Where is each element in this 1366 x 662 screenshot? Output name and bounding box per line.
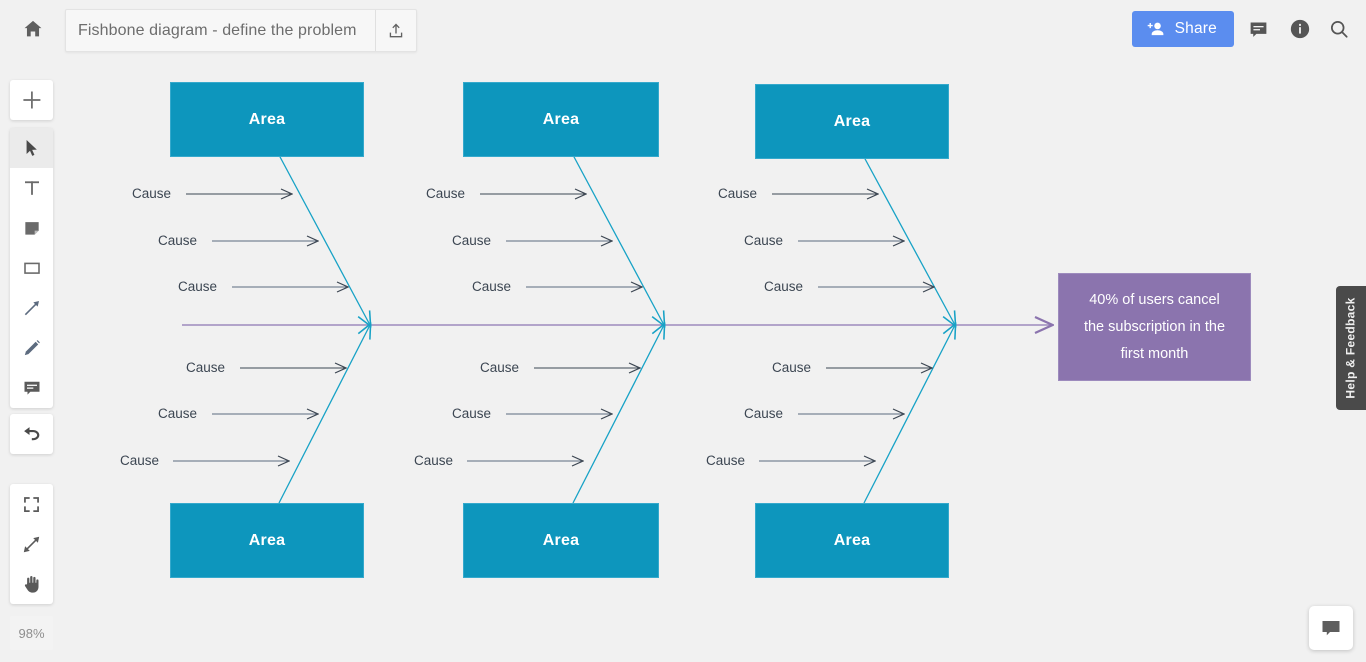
tool-arrow[interactable] — [10, 288, 53, 328]
comments-button[interactable] — [1243, 14, 1273, 44]
branch-line-top-1 — [278, 154, 370, 325]
effect-problem-box[interactable]: 40% of users cancel the subscription in … — [1058, 273, 1251, 381]
area-box-top-1[interactable]: Area — [170, 82, 364, 157]
cause-label-top-1-2[interactable]: Cause — [158, 233, 198, 248]
area-box-label: Area — [248, 110, 286, 128]
undo-button[interactable] — [10, 414, 53, 454]
zoom-level-indicator[interactable]: 98% — [10, 616, 53, 650]
area-box-label: Area — [833, 531, 871, 549]
cause-label-top-3-2[interactable]: Cause — [744, 233, 784, 248]
export-button[interactable] — [376, 10, 416, 51]
tool-comment[interactable] — [10, 368, 53, 408]
area-box-label: Area — [542, 110, 580, 128]
branch-line-bottom-2 — [572, 325, 664, 504]
hand-pan-icon — [24, 575, 39, 593]
toolbar-undo-group — [10, 414, 53, 454]
cursor-select-icon — [26, 140, 37, 156]
help-feedback-label: Help & Feedback — [1344, 297, 1359, 399]
home-button[interactable] — [16, 12, 50, 46]
branch-line-bottom-3 — [863, 325, 955, 504]
branch-line-bottom-1 — [278, 325, 370, 504]
toolbar-view-group — [10, 484, 53, 604]
home-icon — [24, 20, 42, 37]
title-divider — [374, 10, 376, 51]
tool-select[interactable] — [10, 128, 53, 168]
area-box-label: Area — [833, 112, 871, 130]
tool-pencil[interactable] — [10, 328, 53, 368]
cause-label-bottom-1-1[interactable]: Cause — [186, 360, 226, 375]
area-box-top-3[interactable]: Area — [755, 84, 949, 159]
area-box-top-2[interactable]: Area — [463, 82, 659, 157]
area-box-bottom-1[interactable]: Area — [170, 503, 364, 578]
cause-label-bottom-2-3[interactable]: Cause — [414, 453, 454, 468]
person-add-icon — [1147, 22, 1164, 36]
search-button[interactable] — [1324, 14, 1354, 44]
effect-line-1: 40% of users cancel — [1089, 291, 1220, 308]
share-button[interactable]: Share — [1131, 11, 1234, 47]
area-box-bottom-3[interactable]: Area — [755, 503, 949, 578]
sticky-note-icon — [24, 222, 39, 235]
fit-screen-icon — [24, 496, 39, 512]
add-button[interactable] — [10, 80, 53, 120]
area-box-label: Area — [248, 531, 286, 549]
fit-to-screen-button[interactable] — [10, 484, 53, 524]
cause-label-top-1-1[interactable]: Cause — [132, 186, 172, 201]
comment-icon — [1250, 22, 1266, 37]
fishbone-lines — [173, 154, 1366, 504]
document-title-bar: Fishbone diagram - define the problem — [65, 9, 417, 52]
document-title-input[interactable]: Fishbone diagram - define the problem — [78, 21, 357, 39]
share-button-label: Share — [1174, 20, 1217, 37]
undo-icon — [23, 427, 39, 441]
cause-label-bottom-1-2[interactable]: Cause — [158, 406, 198, 421]
diagram-canvas[interactable]: Area Area Area Area Area Area Cause Caus… — [0, 58, 1366, 662]
tool-rectangle[interactable] — [10, 248, 53, 288]
cause-label-top-3-1[interactable]: Cause — [718, 186, 758, 201]
toolbar-tools-group — [10, 128, 53, 408]
arrow-icon — [24, 301, 39, 316]
branch-line-top-3 — [863, 156, 955, 325]
chat-bubble-icon — [1322, 621, 1340, 636]
chat-button[interactable] — [1309, 606, 1353, 650]
pan-button[interactable] — [10, 564, 53, 604]
info-button[interactable] — [1285, 14, 1315, 44]
cause-label-top-2-3[interactable]: Cause — [472, 279, 512, 294]
help-feedback-tab[interactable]: Help & Feedback — [1336, 286, 1366, 410]
cause-label-bottom-1-3[interactable]: Cause — [120, 453, 160, 468]
tool-sticky-note[interactable] — [10, 208, 53, 248]
top-bar: Fishbone diagram - define the problem Sh… — [0, 0, 1366, 58]
pencil-icon — [24, 340, 40, 356]
cause-label-bottom-3-2[interactable]: Cause — [744, 406, 784, 421]
cause-label-top-1-3[interactable]: Cause — [178, 279, 218, 294]
cause-label-bottom-3-3[interactable]: Cause — [706, 453, 746, 468]
text-icon — [24, 181, 39, 195]
cause-label-top-2-1[interactable]: Cause — [426, 186, 466, 201]
cause-label-bottom-2-1[interactable]: Cause — [480, 360, 520, 375]
effect-problem-text: 40% of users cancel the subscription in … — [1084, 287, 1225, 368]
comment-icon — [24, 381, 39, 395]
rectangle-icon — [23, 262, 40, 274]
branch-line-top-2 — [572, 154, 664, 325]
area-box-bottom-2[interactable]: Area — [463, 503, 659, 578]
cause-label-top-3-3[interactable]: Cause — [764, 279, 804, 294]
add-icon — [22, 91, 40, 109]
cause-label-top-2-2[interactable]: Cause — [452, 233, 492, 248]
cause-label-bottom-2-2[interactable]: Cause — [452, 406, 492, 421]
tool-text[interactable] — [10, 168, 53, 208]
expand-icon — [23, 536, 40, 552]
zoom-expand-button[interactable] — [10, 524, 53, 564]
cause-label-bottom-3-1[interactable]: Cause — [772, 360, 812, 375]
info-icon — [1290, 19, 1310, 39]
search-icon — [1330, 20, 1348, 38]
effect-line-2: the subscription in the — [1083, 318, 1226, 335]
upload-export-icon — [389, 23, 402, 37]
area-box-label: Area — [542, 531, 580, 549]
effect-line-3: first month — [1120, 345, 1189, 362]
toolbar-add-group — [10, 80, 53, 120]
